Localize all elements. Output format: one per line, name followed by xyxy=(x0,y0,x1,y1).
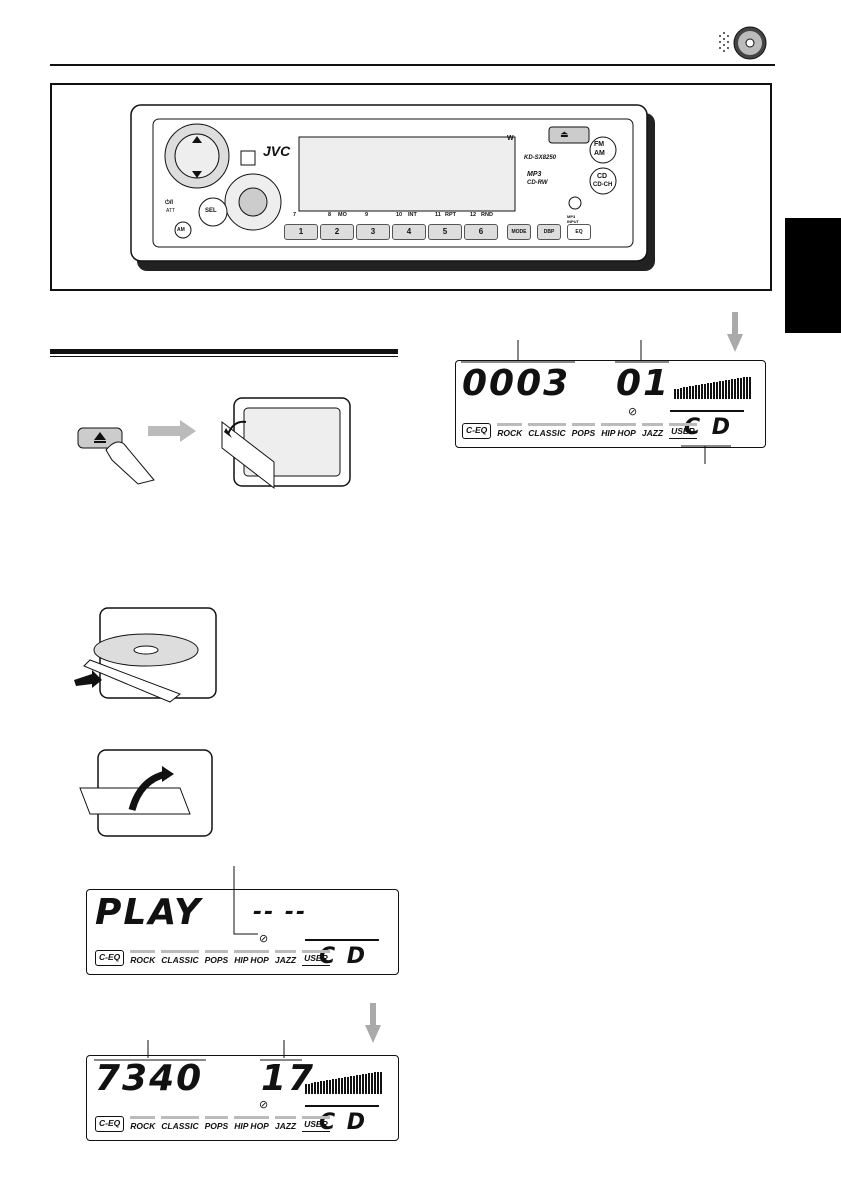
lcd-total-time: 7340 xyxy=(95,1058,203,1099)
lcd-play-text: PLAY xyxy=(95,892,202,933)
dbp-button[interactable]: DBP xyxy=(537,224,561,240)
callout-line-play xyxy=(230,866,270,938)
panel-close-illustration xyxy=(70,744,216,844)
lcd-underline xyxy=(305,1105,379,1107)
cd-label[interactable]: CD xyxy=(597,173,607,180)
panel-open-illustration xyxy=(214,392,354,494)
preset-label-mo: MO xyxy=(338,212,347,218)
down-arrow-icon xyxy=(727,312,743,352)
sel-button[interactable]: SEL xyxy=(205,208,217,214)
eq-mode-hiphop: HIP HOP xyxy=(234,1116,269,1132)
section-heading-rule xyxy=(50,349,398,354)
lcd-underline xyxy=(305,939,379,941)
disc-insert-illustration xyxy=(70,604,220,704)
lcd-level-meter xyxy=(305,1072,382,1094)
eq-mode-user: USER xyxy=(302,1116,330,1132)
header-rule xyxy=(50,64,775,66)
w-logo: W xyxy=(507,135,514,142)
lcd-display-total: 7340 17 ⊘ C D C-EQ ROCK CLASSIC POPS HIP… xyxy=(86,1055,399,1141)
eq-mode-classic: CLASSIC xyxy=(161,950,198,966)
disc-indicator-icon: ⊘ xyxy=(259,1098,268,1111)
preset-label-rnd: RND xyxy=(481,212,493,218)
fm-label[interactable]: FM xyxy=(594,141,604,148)
cdrw-logo: CD-RW xyxy=(527,180,548,186)
lcd-eq-modes: C-EQ ROCK CLASSIC POPS HIP HOP JAZZ USER xyxy=(95,1116,330,1132)
preset-button-2[interactable]: 2 xyxy=(320,224,354,240)
eq-mode-hiphop: HIP HOP xyxy=(234,950,269,966)
mp3-input-label: MP3 INPUT xyxy=(567,214,587,224)
eq-mode-rock: ROCK xyxy=(130,950,155,966)
eq-mode-ceq: C-EQ xyxy=(95,950,124,966)
cd-disc-icon xyxy=(716,26,768,62)
preset-label-10: 10 xyxy=(396,212,402,218)
preset-button-5[interactable]: 5 xyxy=(428,224,462,240)
eject-finger-illustration xyxy=(76,420,156,485)
preset-label-8: 8 xyxy=(328,212,331,218)
preset-label-9: 9 xyxy=(365,212,368,218)
preset-label-rpt: RPT xyxy=(445,212,456,218)
section-side-tab xyxy=(785,218,841,333)
preset-label-12: 12 xyxy=(470,212,476,218)
eq-mode-user: USER xyxy=(302,950,330,966)
preset-button-6[interactable]: 6 xyxy=(464,224,498,240)
section-heading-rule-thin xyxy=(50,356,398,357)
lcd-eq-modes: C-EQ ROCK CLASSIC POPS HIP HOP JAZZ USER xyxy=(95,950,330,966)
car-stereo-faceplate: JVC KD-SX8250 W MP3 CD-RW ⏏ FM AM CD CD-… xyxy=(129,103,657,273)
preset-label-int: INT xyxy=(408,212,417,218)
right-arrow-icon xyxy=(148,420,198,442)
cdch-label[interactable]: CD-CH xyxy=(593,182,612,188)
eq-mode-pops: POPS xyxy=(205,1116,229,1132)
am-label[interactable]: AM xyxy=(594,150,605,157)
eq-mode-classic: CLASSIC xyxy=(161,1116,198,1132)
eq-mode-jazz: JAZZ xyxy=(275,1116,296,1132)
att-label: ATT xyxy=(166,208,175,214)
eq-mode-ceq: C-EQ xyxy=(95,1116,124,1132)
preset-label-11: 11 xyxy=(435,212,441,218)
preset-label-7: 7 xyxy=(293,212,296,218)
callout-lines-top xyxy=(455,340,766,470)
down-arrow-icon xyxy=(365,1003,381,1043)
eject-button-unit[interactable]: ⏏ xyxy=(560,129,569,140)
brand-logo: JVC xyxy=(263,143,290,159)
model-label: KD-SX8250 xyxy=(524,155,556,161)
mode-button[interactable]: MODE xyxy=(507,224,531,240)
eq-button[interactable]: EQ xyxy=(567,224,591,240)
am-button[interactable]: AM xyxy=(177,227,185,233)
preset-button-4[interactable]: 4 xyxy=(392,224,426,240)
off-label: ⏻/I xyxy=(165,200,173,207)
callout-lines-bottom xyxy=(86,1040,399,1064)
eq-mode-jazz: JAZZ xyxy=(275,950,296,966)
eq-mode-pops: POPS xyxy=(205,950,229,966)
mp3-logo: MP3 xyxy=(527,171,541,178)
eq-mode-rock: ROCK xyxy=(130,1116,155,1132)
preset-button-3[interactable]: 3 xyxy=(356,224,390,240)
preset-button-1[interactable]: 1 xyxy=(284,224,318,240)
